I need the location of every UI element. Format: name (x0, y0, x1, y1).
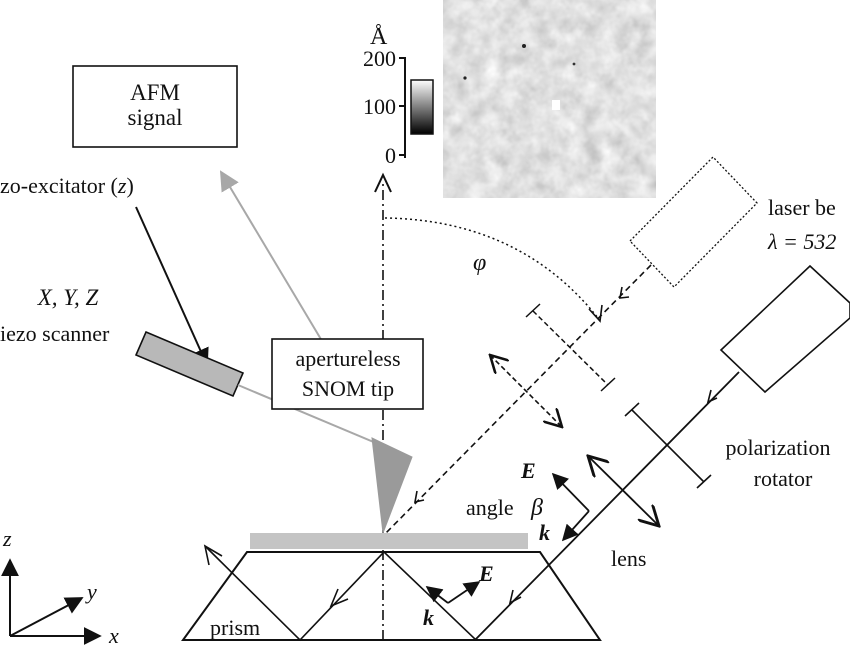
dashed-beam-arrow-1 (619, 286, 630, 299)
polarization-double-arrow (588, 456, 659, 526)
solid-beam-arrow-2 (508, 589, 522, 605)
afm-label-line2: signal (128, 105, 183, 130)
prism (181, 551, 602, 641)
E-vector-2 (447, 581, 481, 604)
k-vector-1 (561, 510, 590, 542)
axis-x-label: x (108, 623, 119, 645)
phi-arc (384, 217, 599, 319)
piezo-excitator-label: zo-excitator (z) (0, 173, 134, 198)
dashed-polarizer-bar (532, 310, 609, 386)
E-label-1: E (520, 458, 536, 483)
optical-axis-arrowhead (374, 172, 392, 193)
dashed-beam-arrow-2 (413, 490, 425, 504)
phi-arc-arrowhead (588, 304, 603, 323)
lens-label: lens (611, 546, 646, 571)
polarization-label-line1: polarization (725, 435, 830, 460)
colorbar-tick-0: 0 (385, 143, 396, 168)
prism-beam-arrow (329, 588, 349, 608)
prism-label: prism (210, 615, 260, 640)
colorbar-tick-200: 200 (363, 46, 396, 71)
laser-label-line2: λ = 532 (767, 229, 836, 254)
k-label-2: k (423, 605, 434, 630)
solid-beam-arrow-1 (706, 389, 718, 404)
laser-label-line1: laser be (768, 195, 836, 220)
dashed-beam (383, 264, 652, 536)
axis-y-label: y (85, 579, 97, 604)
xyz-label-line2: iezo scanner (0, 321, 110, 346)
coordinate-axes: z y x (0, 526, 119, 645)
k-vector-2 (425, 586, 449, 604)
afm-label-line1: AFM (130, 80, 180, 105)
colorbar-unit: Å (370, 24, 388, 50)
E-vector-1 (551, 472, 590, 512)
colorbar: Å 200 100 0 (363, 24, 434, 168)
beta-label: β (530, 495, 543, 521)
prism-exit-arrow (203, 544, 223, 566)
laser-source-box (719, 264, 850, 394)
phi-label: φ (473, 250, 486, 276)
snom-tip (371, 437, 413, 534)
polarization-label-line2: rotator (754, 466, 813, 491)
polarization-rotator-bar (631, 409, 705, 483)
dashed-polarization-arrow (490, 355, 562, 427)
piezo-scanner-block (134, 330, 245, 398)
afm-signal-arrow (219, 170, 326, 347)
tip-label-line1: apertureless (295, 346, 400, 371)
xyz-label-line1: X, Y, Z (37, 285, 99, 310)
angle-label: angle (466, 495, 514, 520)
sample-strip (250, 533, 528, 549)
laser-dotted-box (629, 156, 758, 288)
scanner-tip-link (237, 384, 384, 447)
afm-signal-box: AFM signal (72, 65, 238, 148)
k-label-1: k (539, 520, 550, 545)
tip-label-line2: SNOM tip (302, 376, 394, 401)
E-label-2: E (478, 561, 494, 586)
colorbar-tick-100: 100 (363, 94, 396, 119)
snom-tip-box: apertureless SNOM tip (271, 338, 424, 410)
piezo-excitator-arrow (135, 206, 209, 367)
afm-image (443, 0, 656, 198)
axis-z-label: z (2, 526, 12, 551)
